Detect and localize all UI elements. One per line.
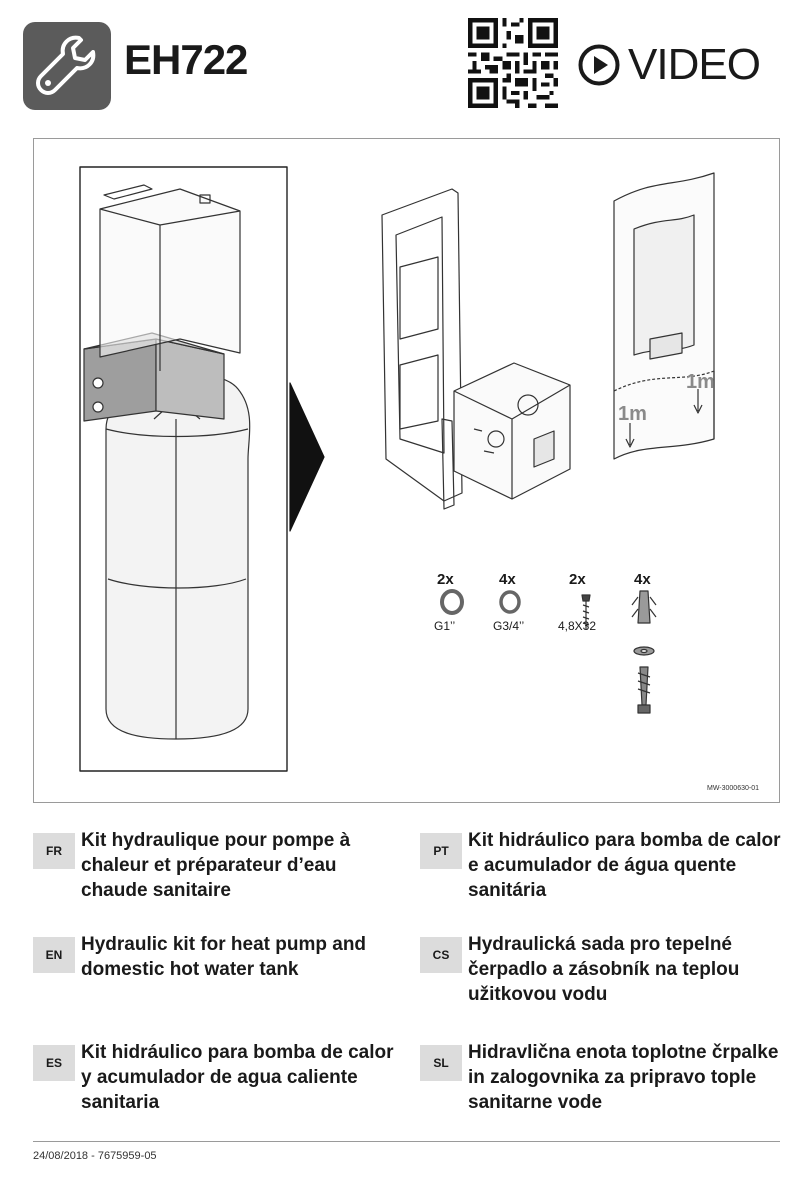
language-code: SL	[420, 1045, 462, 1081]
qr-code-icon[interactable]	[468, 18, 558, 108]
product-title: Kit hidráulico para bomba de calor y acu…	[81, 1042, 394, 1113]
kit-item-size: G1’’	[434, 619, 456, 633]
kit-item-size: G3/4’’	[493, 619, 525, 633]
product-title: Hidravlična enota toplotne črpalke in za…	[468, 1042, 779, 1113]
product-title: Hydraulic kit for heat pump and domestic…	[81, 934, 367, 980]
installation-figure: 2x 4x 2x 4x G1’’ G3/4’’ 4,8X32 1m 1m MW-…	[33, 138, 780, 803]
footer-divider	[33, 1141, 780, 1142]
wrench-icon	[23, 22, 111, 110]
installation-drawing	[79, 166, 715, 772]
model-number: EH722	[124, 36, 248, 83]
product-title: Kit hidráulico para bomba de calor e acu…	[468, 830, 781, 901]
language-code: ES	[33, 1045, 75, 1081]
video-link[interactable]: VIDEO	[628, 40, 761, 89]
language-code: CS	[420, 937, 462, 973]
clearance-label: 1m	[618, 403, 647, 425]
drawing-reference: MW-3000630-01	[706, 785, 759, 792]
language-code: FR	[33, 833, 75, 869]
kit-item-size: 4,8X32	[558, 619, 597, 633]
language-code: EN	[33, 937, 75, 973]
kit-item-qty: 4x	[499, 571, 516, 588]
product-title: Kit hydraulique pour pompe à chaleur et …	[81, 830, 351, 901]
kit-item-qty: 2x	[569, 571, 586, 588]
document-reference: 24/08/2018 - 7675959-05	[33, 1150, 157, 1162]
product-title: Hydraulická sada pro tepelné čerpadlo a …	[468, 934, 740, 1005]
kit-item-qty: 4x	[634, 571, 651, 588]
clearance-label: 1m	[686, 371, 715, 393]
play-circle-icon[interactable]	[578, 44, 620, 86]
kit-item-qty: 2x	[437, 571, 454, 588]
language-code: PT	[420, 833, 462, 869]
